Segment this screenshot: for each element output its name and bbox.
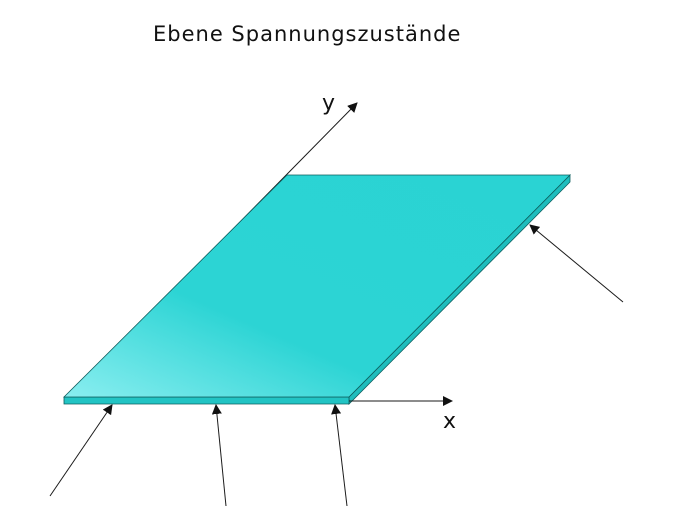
load-arrow-side: [529, 224, 624, 303]
x-axis-label: x: [443, 409, 456, 434]
load-arrow-front-left: [49, 404, 113, 497]
y-axis-label: y: [322, 91, 335, 116]
plate-front-edge: [63, 396, 350, 405]
plate-top-face: [63, 174, 571, 398]
diagram-title: Ebene Spannungszustände: [153, 22, 461, 46]
load-arrow-front-middle: [211, 404, 227, 507]
load-arrow-front-right: [331, 404, 348, 507]
